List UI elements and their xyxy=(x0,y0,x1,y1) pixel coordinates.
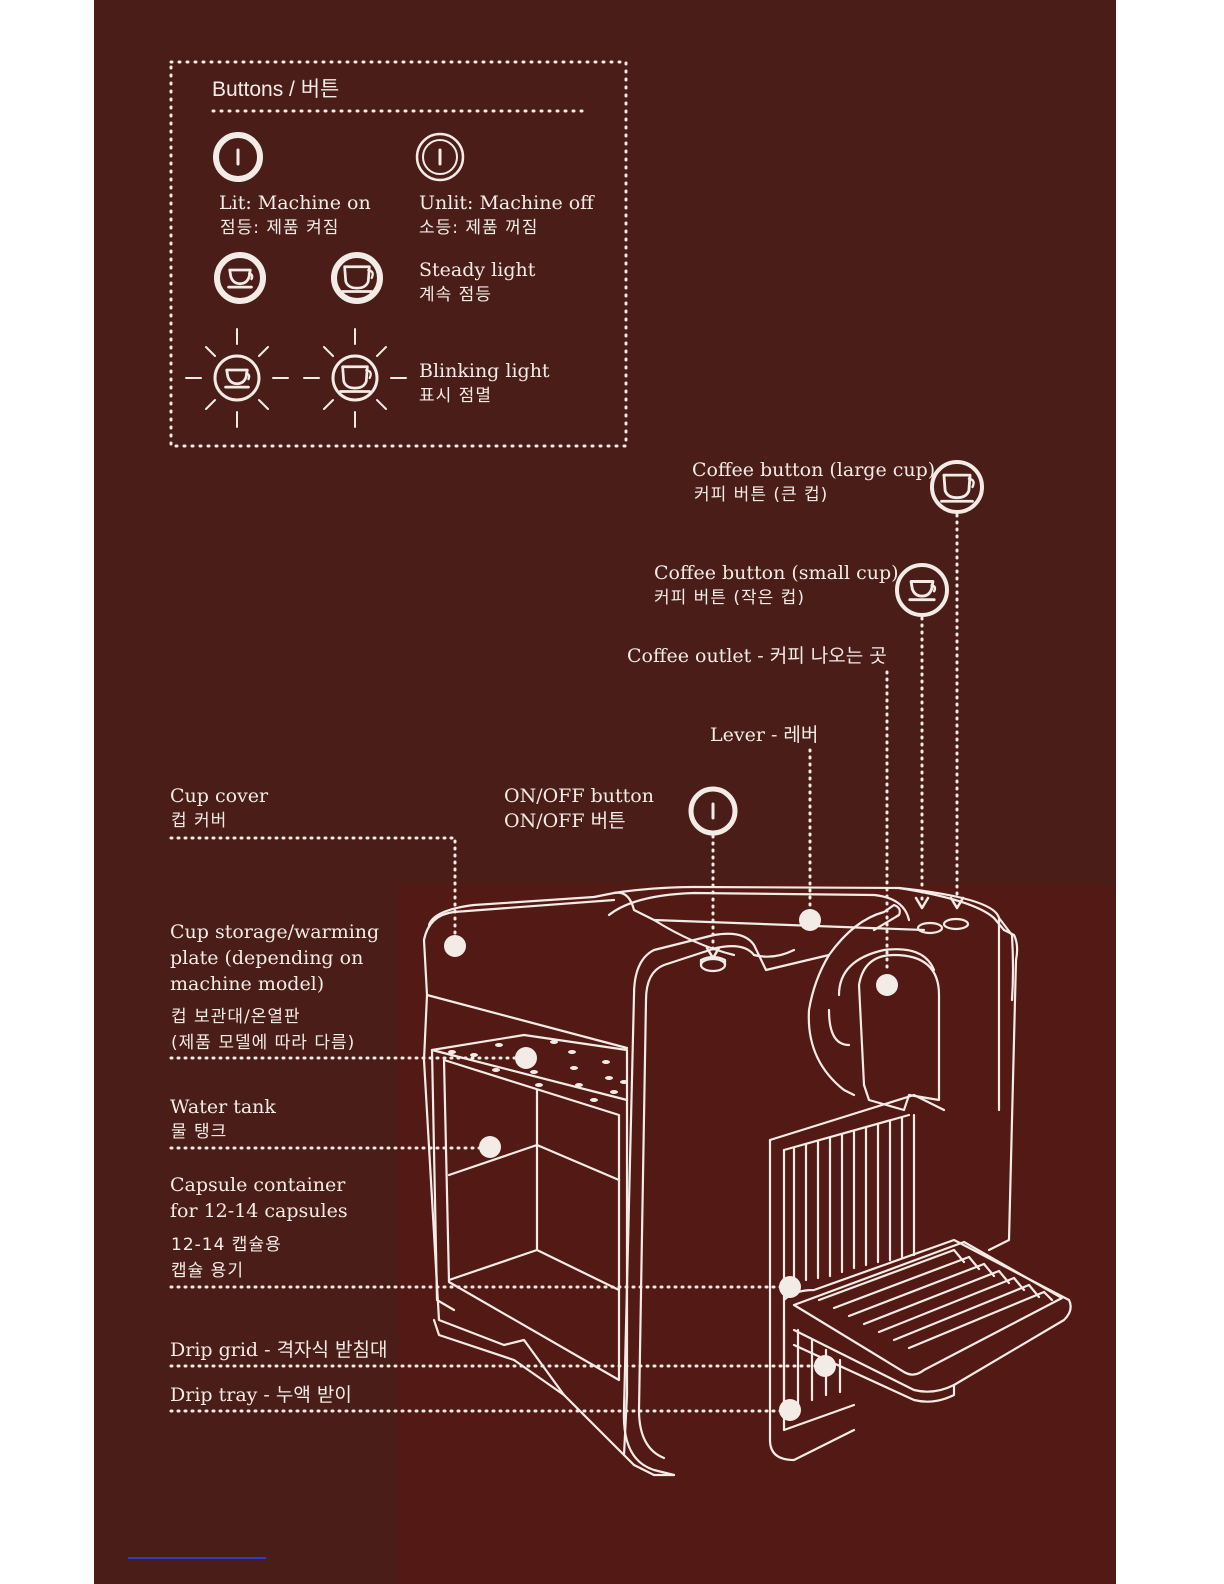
capsule-label-kr-2: 캡슐 용기 xyxy=(171,1261,244,1281)
large-cup-button-icon xyxy=(930,460,984,514)
water-tank-label: Water tank xyxy=(170,1096,276,1118)
cup-cover-label-kr: 컵 커버 xyxy=(171,811,228,831)
cup-storage-label-3: machine model) xyxy=(170,973,325,995)
drip-tray-label: Drip tray - 누액 받이 xyxy=(170,1384,352,1406)
footer-link-underline[interactable] xyxy=(128,1557,266,1559)
drip-grid-label: Drip grid - 격자식 받침대 xyxy=(170,1339,388,1361)
onoff-button-icon xyxy=(688,786,738,836)
steady-large-cup-icon xyxy=(331,252,383,304)
large-cup-label: Coffee button (large cup) xyxy=(692,459,936,481)
diagram-page: Buttons / 버튼 Lit: Machine on 점등: 제품 켜짐 U… xyxy=(94,0,1116,1584)
coffee-outlet-label: Coffee outlet - 커피 나오는 곳 xyxy=(627,645,887,667)
small-cup-label-kr: 커피 버튼 (작은 컵) xyxy=(654,588,805,608)
machine-illustration xyxy=(169,60,1072,1477)
steady-label-kr: 계속 점등 xyxy=(419,285,492,305)
onoff-label-kr: ON/OFF 버튼 xyxy=(504,810,626,832)
capsule-label-2: for 12-14 capsules xyxy=(170,1200,348,1222)
small-cup-label: Coffee button (small cup) xyxy=(654,562,899,584)
cup-storage-label-1: Cup storage/warming xyxy=(170,921,380,943)
small-cup-button-icon xyxy=(895,563,949,617)
steady-small-cup-icon xyxy=(214,252,266,304)
cup-cover-label: Cup cover xyxy=(170,785,269,807)
power-unlit-icon xyxy=(415,132,465,182)
legend-title: Buttons / 버튼 xyxy=(212,78,340,101)
lit-label: Lit: Machine on xyxy=(219,192,371,214)
cup-storage-label-kr-1: 컵 보관대/온열판 xyxy=(171,1007,301,1027)
blinking-large-cup-icon xyxy=(303,328,407,428)
blinking-label: Blinking light xyxy=(419,360,550,382)
unlit-label: Unlit: Machine off xyxy=(419,192,594,214)
unlit-label-kr: 소등: 제품 꺼짐 xyxy=(419,218,539,238)
capsule-label-1: Capsule container xyxy=(170,1174,346,1196)
cup-storage-label-kr-2: (제품 모델에 따라 다름) xyxy=(171,1033,356,1053)
lever-label: Lever - 레버 xyxy=(710,724,819,746)
lit-label-kr: 점등: 제품 켜짐 xyxy=(220,218,340,238)
legend-box xyxy=(169,60,628,448)
capsule-label-kr-1: 12-14 캡슐용 xyxy=(171,1235,282,1255)
blinking-small-cup-icon xyxy=(185,328,289,428)
power-lit-icon xyxy=(213,132,263,182)
onoff-label: ON/OFF button xyxy=(504,785,654,807)
blinking-label-kr: 표시 점멸 xyxy=(419,386,492,406)
water-tank-label-kr: 물 탱크 xyxy=(171,1122,228,1142)
large-cup-label-kr: 커피 버튼 (큰 컵) xyxy=(694,485,829,505)
callout-dots xyxy=(444,909,898,1421)
steady-label: Steady light xyxy=(419,259,536,281)
machine-body xyxy=(422,885,1072,1477)
cup-storage-label-2: plate (depending on xyxy=(170,947,364,969)
machine-backdrop xyxy=(398,884,1116,1584)
